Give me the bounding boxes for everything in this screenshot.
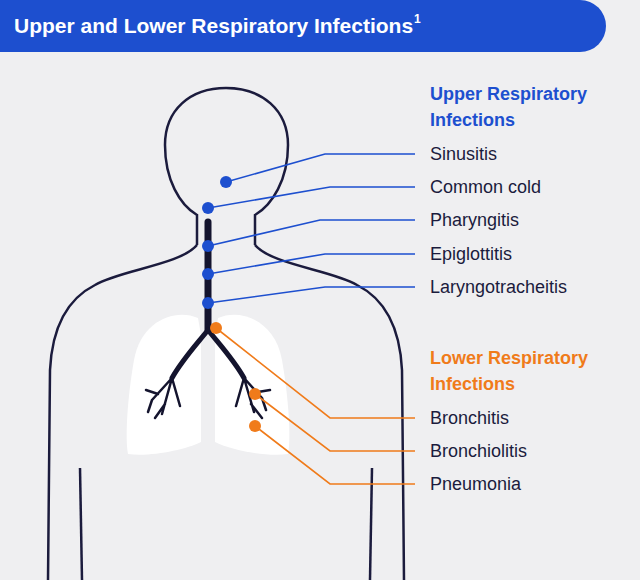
head-outline <box>165 88 288 245</box>
category-heading: Lower Respiratory Infections <box>430 345 630 397</box>
leader-line <box>208 254 415 274</box>
site-dot <box>210 322 222 334</box>
title-bar <box>0 0 606 52</box>
leader-line <box>255 426 415 484</box>
site-dot <box>202 268 214 280</box>
right-bronchioles <box>236 378 270 418</box>
leader-line <box>216 328 415 418</box>
footnote-number: 1 <box>414 12 421 26</box>
infection-label: Common cold <box>430 176 541 198</box>
left-bronchus <box>172 330 208 378</box>
title-bar-content: Upper and Lower Respiratory Infections1 <box>0 0 421 52</box>
infection-label: Epiglottitis <box>430 243 512 265</box>
lower-leader-lines <box>216 328 415 484</box>
title: Upper and Lower Respiratory Infections <box>14 14 413 38</box>
leader-line <box>208 287 415 303</box>
upper-dots <box>202 176 232 309</box>
site-dot <box>202 240 214 252</box>
site-dot <box>202 297 214 309</box>
infection-label: Bronchitis <box>430 407 509 429</box>
site-dot <box>220 176 232 188</box>
right-bronchus <box>208 330 244 378</box>
leader-line <box>226 154 415 182</box>
bronchioles <box>146 378 270 418</box>
left-bronchioles <box>146 378 180 418</box>
left-lung <box>127 315 201 455</box>
infection-label: Bronchiolitis <box>430 440 527 462</box>
infection-label: Pharyngitis <box>430 209 519 231</box>
upper-leader-lines <box>208 154 415 303</box>
site-dot <box>249 388 261 400</box>
leader-line <box>208 220 415 246</box>
site-dot <box>202 202 214 214</box>
left-arm-line <box>80 468 82 580</box>
leader-line <box>208 187 415 208</box>
category-heading: Upper Respiratory Infections <box>430 81 630 133</box>
infection-label: Laryngotracheitis <box>430 276 567 298</box>
leader-line <box>255 394 415 451</box>
infection-label: Pneumonia <box>430 473 521 495</box>
lower-dots <box>210 322 261 432</box>
site-dot <box>249 420 261 432</box>
infection-label: Sinusitis <box>430 143 497 165</box>
